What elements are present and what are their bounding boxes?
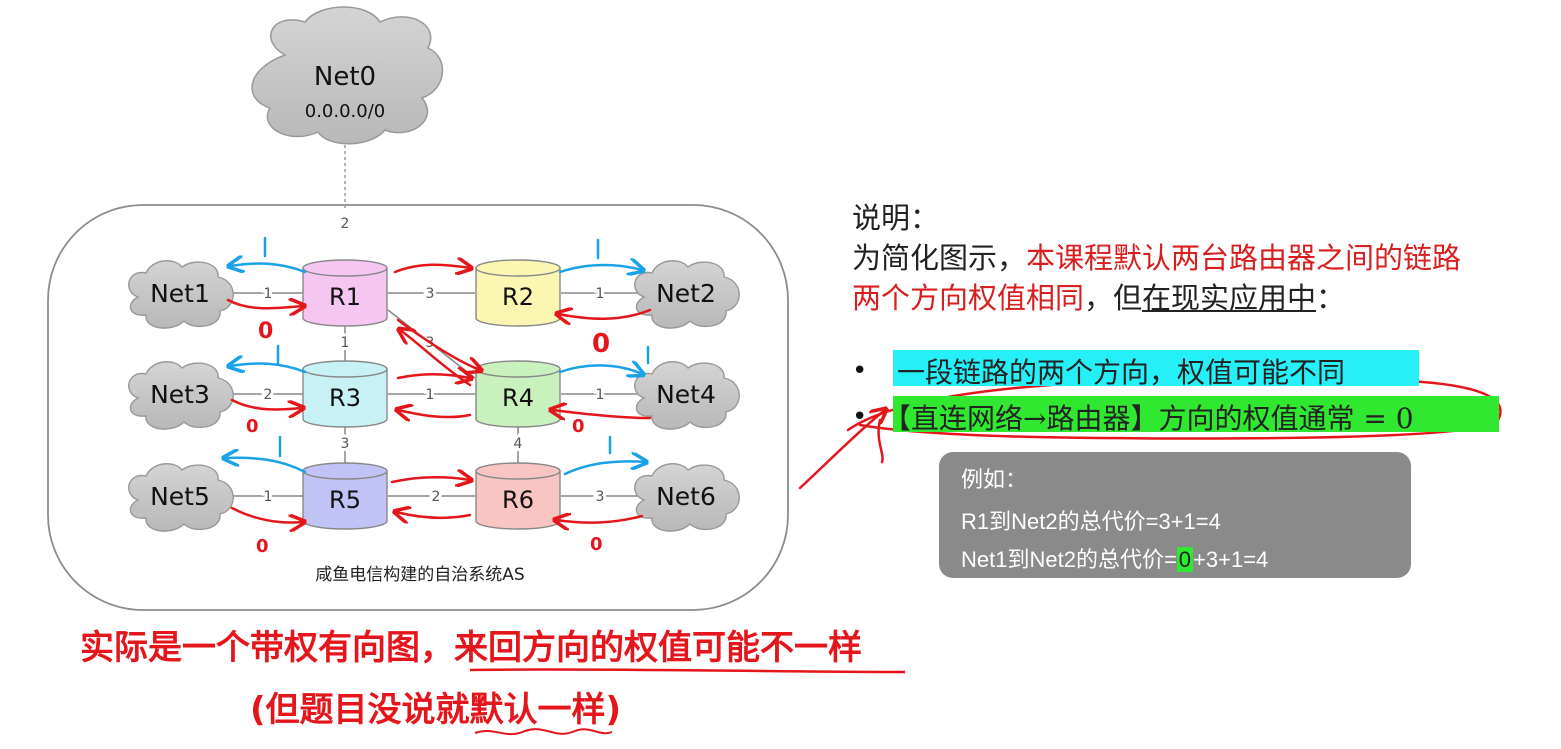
explanation-line3: 两个方向权值相同，但在现实应用中： — [852, 278, 1552, 318]
net0-name: Net0 — [314, 62, 376, 92]
bottom-note-1: 实际是一个带权有向图，来回方向的权值可能不一样 — [80, 628, 862, 668]
weight-r1-r2: 3 — [426, 286, 435, 302]
weight-r4-r6: 4 — [514, 436, 523, 452]
bullet-dot-2: • — [852, 402, 868, 432]
explanation-line3-end: ： — [1316, 281, 1346, 315]
router-r2: R2 — [475, 259, 561, 327]
net-label: Net2 — [656, 279, 716, 308]
net-cloud-2: Net2 — [634, 260, 740, 329]
weight-net1-r1: 1 — [264, 286, 273, 302]
weight-r1-r3: 1 — [341, 335, 350, 351]
zero-marks: 0 0 0 0 0 0 — [246, 319, 610, 557]
router-label: R5 — [329, 486, 361, 514]
explanation-heading: 说明： — [852, 201, 940, 235]
zero-mark: 0 — [258, 319, 273, 344]
net-label: Net1 — [150, 279, 210, 308]
explanation-line2-plain: 为简化图示， — [852, 241, 1027, 275]
router-label: R3 — [329, 384, 361, 412]
weight-r3-r4: 1 — [426, 387, 435, 403]
net-cloud-3: Net3 — [128, 361, 234, 430]
router-label: R6 — [502, 486, 534, 514]
net0-cloud: Net0 0.0.0.0/0 — [251, 6, 444, 145]
bullet-1-text: 一段链路的两个方向，权值可能不同 — [897, 356, 1346, 389]
example-line1: R1到Net2的总代价=3+1=4 — [961, 509, 1221, 534]
links — [228, 292, 640, 497]
bottom-note-2: (但题目没说就默认一样) — [250, 690, 622, 730]
weight-net5-r5: 1 — [264, 489, 273, 505]
weight-r5-r6: 2 — [432, 489, 441, 505]
net-label: Net4 — [656, 380, 716, 409]
example-title: 例如： — [961, 468, 1028, 493]
net-cloud-4: Net4 — [634, 361, 740, 430]
blue-annotations — [225, 236, 650, 476]
weight-r6-net6: 3 — [596, 489, 605, 505]
example-line2: Net1到Net2的总代价=0+3+1=4 — [961, 542, 1268, 574]
router-r4: R4 — [475, 360, 561, 428]
net-cloud-6: Net6 — [634, 463, 740, 532]
example-zero-highlight: 0 — [1176, 547, 1194, 572]
explanation-line3-underlined: 在现实应用中 — [1142, 281, 1317, 315]
weight-net3-r3: 2 — [264, 387, 273, 403]
zero-mark: 0 — [246, 416, 259, 437]
weight-r3-r5: 3 — [341, 436, 350, 452]
zero-mark: 0 — [572, 416, 585, 437]
zero-mark: 0 — [590, 534, 603, 555]
router-label: R4 — [502, 384, 534, 412]
router-r1: R1 — [302, 259, 388, 327]
explanation-line3-red: 两个方向权值相同 — [852, 281, 1085, 315]
zero-mark: 0 — [592, 329, 610, 359]
router-label: R2 — [502, 283, 534, 311]
router-r3: R3 — [302, 360, 388, 428]
weight-r4-net4: 1 — [596, 387, 605, 403]
bullet-dot-1: • — [852, 356, 868, 386]
as-caption: 咸鱼电信构建的自治系统AS — [315, 565, 524, 585]
explanation: 说明： 为简化图示，本课程默认两台路由器之间的链路 两个方向权值相同，但在现实应… — [852, 198, 1552, 318]
highlight-green — [893, 396, 1499, 432]
weight-r1-net0: 2 — [341, 216, 350, 232]
net0-prefix: 0.0.0.0/0 — [305, 101, 386, 122]
net-cloud-1: Net1 — [128, 260, 234, 329]
example-line2-suffix: +3+1=4 — [1193, 547, 1269, 572]
net-label: Net3 — [150, 380, 210, 409]
explanation-line2: 为简化图示，本课程默认两台路由器之间的链路 — [852, 238, 1552, 278]
example-callout: 例如： R1到Net2的总代价=3+1=4 Net1到Net2的总代价=0+3+… — [939, 452, 1411, 578]
router-r6: R6 — [475, 462, 561, 530]
explanation-line2-red: 本课程默认两台路由器之间的链路 — [1026, 241, 1462, 275]
example-line2-prefix: Net1到Net2的总代价= — [961, 547, 1177, 572]
router-label: R1 — [329, 283, 361, 311]
router-r5: R5 — [302, 462, 388, 530]
explanation-line3-plain: ，但 — [1084, 281, 1143, 315]
net-label: Net6 — [656, 482, 716, 511]
bullet-2-text: 【直连网络→路由器】方向的权值通常 = 0 — [883, 402, 1414, 435]
net-label: Net5 — [150, 482, 210, 511]
net-cloud-5: Net5 — [128, 463, 234, 532]
weight-r2-net2: 1 — [596, 286, 605, 302]
highlight-cyan — [893, 350, 1419, 386]
zero-mark: 0 — [256, 536, 269, 557]
